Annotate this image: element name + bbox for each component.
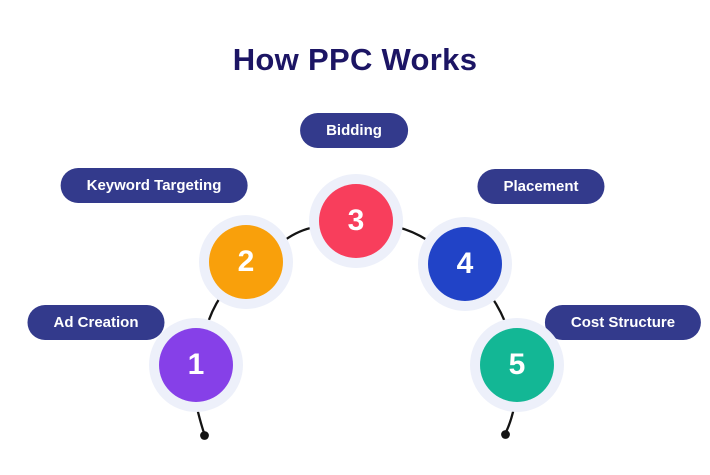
page-title: How PPC Works: [232, 42, 478, 77]
step-circle-3: 3: [309, 174, 403, 268]
step-circle-2: 2: [199, 215, 293, 309]
label-cost-structure: Cost Structure: [544, 305, 702, 340]
connector-5-end: [504, 410, 515, 434]
step-number-5: 5: [480, 328, 554, 402]
label-ad-creation: Ad Creation: [27, 305, 165, 340]
step-number-2: 2: [209, 225, 283, 299]
step-circle-4: 4: [418, 217, 512, 311]
step-circle-1: 1: [149, 318, 243, 412]
step-number-3: 3: [319, 184, 393, 258]
step-circle-5: 5: [470, 318, 564, 412]
step-number-4: 4: [428, 227, 502, 301]
step-number-1: 1: [159, 328, 233, 402]
label-keyword-targeting: Keyword Targeting: [60, 168, 248, 203]
connector-dot-left: [200, 431, 209, 440]
connector-1-end: [196, 410, 206, 435]
label-placement: Placement: [477, 169, 605, 204]
label-bidding: Bidding: [300, 113, 408, 148]
connector-dot-right: [501, 430, 510, 439]
